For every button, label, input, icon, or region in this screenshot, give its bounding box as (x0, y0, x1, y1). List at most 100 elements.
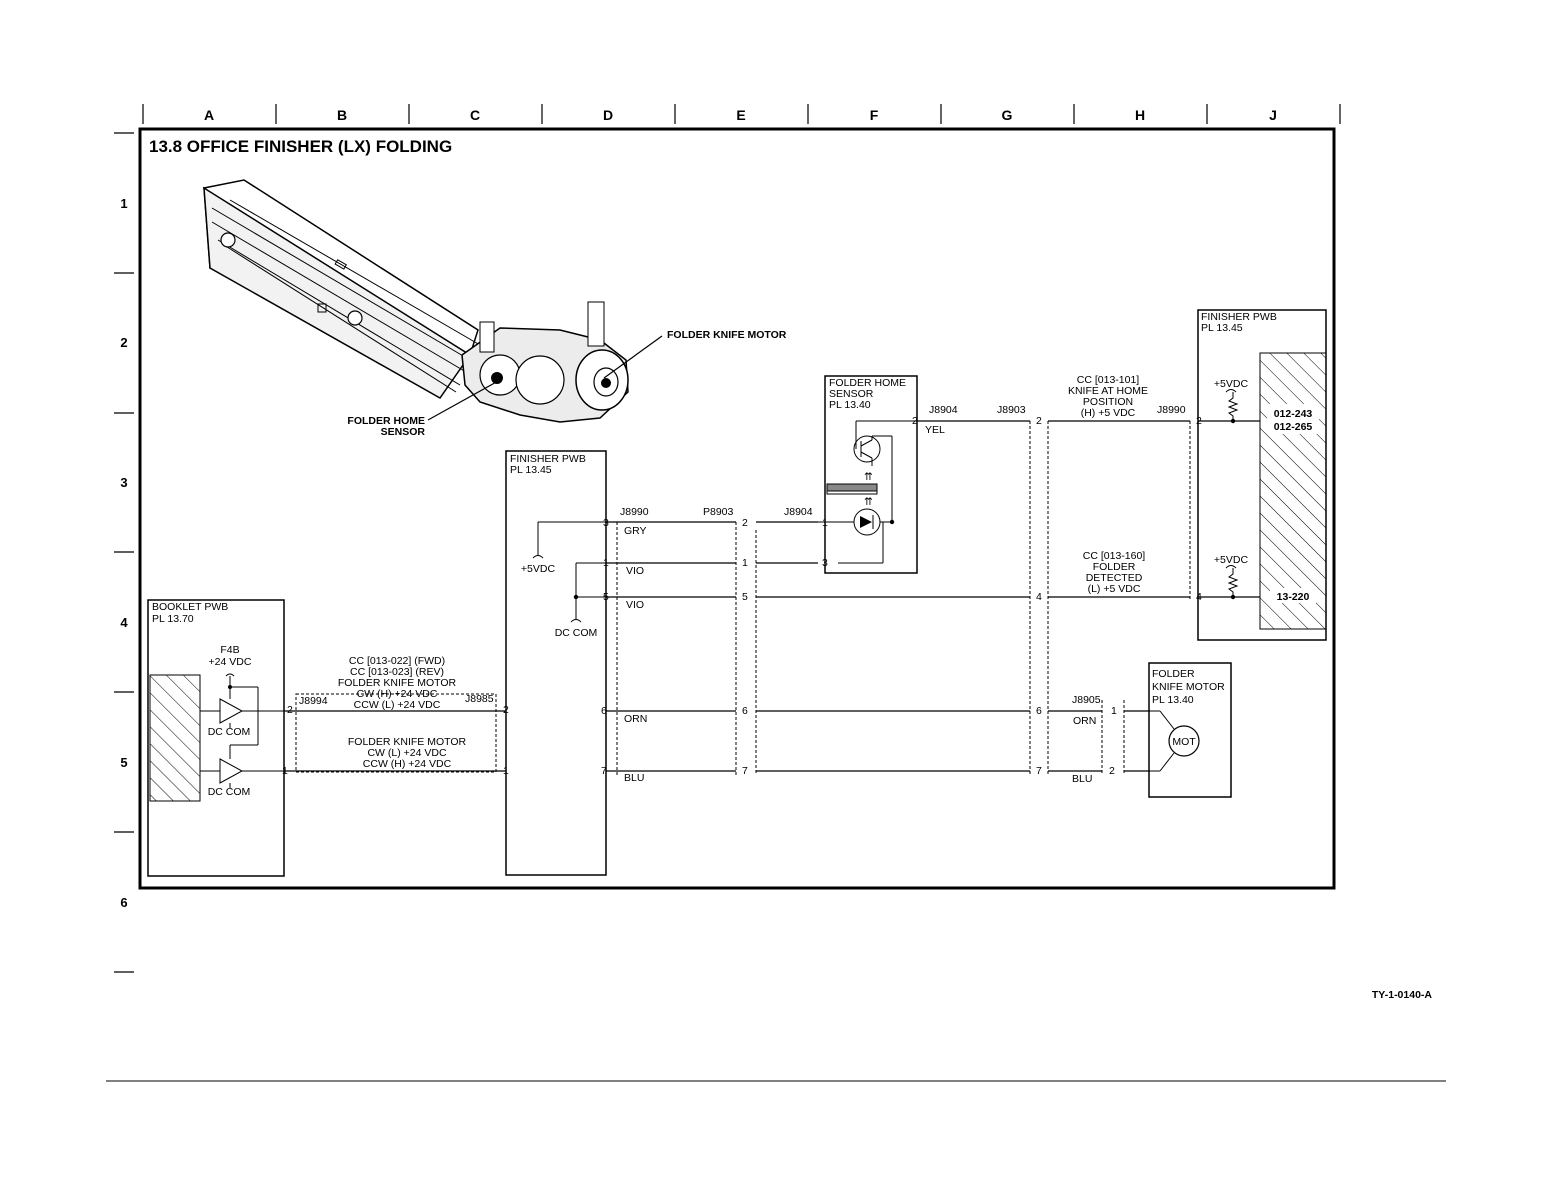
column-label-g: G (1002, 107, 1013, 123)
wire-blu-2: BLU (1072, 773, 1092, 785)
row-label-3: 3 (120, 475, 127, 490)
row-ruler: 1 2 3 4 5 6 (114, 132, 134, 973)
folder-home-sensor-box: FOLDER HOME SENSOR PL 13.40 1 3 2 ⇈ ⇈ (818, 375, 918, 574)
pin-s1: 1 (822, 517, 828, 529)
folder-knife-motor-name-1: FOLDER (1152, 668, 1195, 680)
pin-g6: 6 (1036, 705, 1042, 717)
finisher-pwb-middle-name: FINISHER PWB (510, 453, 586, 465)
wire-yel: YEL (925, 424, 945, 436)
finisher-pwb-right-name: FINISHER PWB (1201, 311, 1277, 323)
wire-blu-1: BLU (624, 772, 644, 784)
row-label-1: 1 (120, 196, 127, 211)
connector-j8903: J8903 (997, 404, 1026, 416)
note-position: POSITION (1083, 396, 1133, 408)
finisher-pwb-5vdc: +5VDC (521, 563, 556, 575)
column-label-a: A (204, 107, 214, 123)
connector-p8903: P8903 (703, 506, 734, 518)
note-ccw-l: CCW (L) +24 VDC (354, 699, 441, 711)
folder-home-sensor-name-1: FOLDER HOME (829, 377, 906, 389)
finisher-pwb-right-5vdc-1: +5VDC (1214, 378, 1249, 390)
fault-code-012-243: 012-243 (1274, 408, 1313, 420)
finisher-pwb-middle-pl: PL 13.45 (510, 464, 552, 476)
row-label-4: 4 (120, 615, 128, 630)
note-detected: DETECTED (1086, 572, 1143, 584)
column-label-e: E (736, 107, 745, 123)
note-knife-at-home: KNIFE AT HOME (1068, 385, 1148, 397)
sensor-light-arrows-up: ⇈ (864, 471, 873, 483)
harness-booklet-to-finisher: 2 1 2 1 J8994 J8985 CC [013-022] (FWD) C… (282, 655, 509, 777)
booklet-pwb: BOOKLET PWB PL 13.70 F4B +24 VDC DC COM … (147, 599, 285, 877)
folder-home-sensor-pl: PL 13.40 (829, 399, 871, 411)
booklet-dc-com-2: DC COM (208, 786, 251, 798)
folder-knife-motor-box: FOLDER KNIFE MOTOR PL 13.40 MOT (1148, 662, 1232, 798)
note-cw-l: CW (L) +24 VDC (367, 747, 446, 759)
note-cc101: CC [013-101] (1077, 374, 1140, 386)
finisher-pwb-right-pl: PL 13.45 (1201, 322, 1243, 334)
connector-j8904: J8904 (784, 506, 813, 518)
finisher-pwb-right-5vdc-2: +5VDC (1214, 554, 1249, 566)
column-label-h: H (1135, 107, 1145, 123)
row-label-6: 6 (120, 895, 127, 910)
pin-s3: 3 (822, 557, 828, 569)
column-ruler: A B C D E F G H J (142, 104, 1341, 124)
page-title: 13.8 OFFICE FINISHER (LX) FOLDING (149, 137, 452, 156)
folder-unit-illustration (203, 179, 629, 423)
note-ccw-h: CCW (H) +24 VDC (363, 758, 452, 770)
wire-orn-2: ORN (1073, 715, 1096, 727)
column-label-j: J (1269, 107, 1277, 123)
harness-d-to-e: J8990 P8903 GRY VIO VIO ORN BLU 2 1 5 6 … (606, 506, 818, 784)
note-cc160: CC [013-160] (1083, 550, 1146, 562)
pin-e5: 5 (742, 591, 748, 603)
pin-m1: 1 (1111, 705, 1117, 717)
booklet-24vdc-label: +24 VDC (209, 656, 252, 668)
note-l5vdc: (L) +5 VDC (1088, 583, 1141, 595)
pin-2-a: 2 (287, 704, 293, 716)
column-label-b: B (337, 107, 347, 123)
folder-home-sensor-callout-2: SENSOR (381, 426, 426, 438)
note-folder-knife-motor-2: FOLDER KNIFE MOTOR (348, 736, 467, 748)
pin-d3: 3 (603, 517, 609, 529)
figure-code: TY-1-0140-A (1372, 989, 1433, 1001)
column-label-d: D (603, 107, 613, 123)
wire-vio-1: VIO (626, 565, 644, 577)
folder-knife-motor-name-2: KNIFE MOTOR (1152, 681, 1225, 693)
folder-knife-motor-pl: PL 13.40 (1152, 694, 1194, 706)
pin-g4: 4 (1036, 591, 1042, 603)
note-cw-h: CW (H) +24 VDC (357, 688, 438, 700)
folder-home-sensor-callout-1: FOLDER HOME (347, 415, 425, 427)
connector-j8990-right: J8990 (1157, 404, 1186, 416)
booklet-pwb-name: BOOKLET PWB (152, 601, 228, 613)
fault-code-012-265: 012-265 (1274, 421, 1313, 433)
folder-knife-motor-leader (603, 335, 663, 379)
note-folder-knife-motor: FOLDER KNIFE MOTOR (338, 677, 457, 689)
folder-home-sensor-leader (427, 379, 501, 421)
pin-m2: 2 (1109, 765, 1115, 777)
harness-sensor-to-finisher-pwb: J8904 J8903 YEL 2 4 6 7 J8990 2 4 CC [01… (756, 374, 1202, 785)
folder-home-sensor-name-2: SENSOR (829, 388, 874, 400)
pin-e2: 2 (742, 517, 748, 529)
pin-d7: 7 (601, 765, 607, 777)
row-label-2: 2 (120, 335, 127, 350)
pin-g2: 2 (1036, 415, 1042, 427)
pin-e6: 6 (742, 705, 748, 717)
note-cc-fwd: CC [013-022] (FWD) (349, 655, 445, 667)
wire-gry: GRY (624, 525, 647, 537)
finisher-pwb-dc-com: DC COM (555, 627, 598, 639)
connector-j8985: J8985 (465, 693, 494, 705)
column-label-f: F (870, 107, 879, 123)
finisher-pwb-right: FINISHER PWB PL 13.45 012-243 012-265 13… (1197, 309, 1327, 641)
f4b-label: F4B (220, 644, 239, 656)
finisher-pwb-middle: FINISHER PWB PL 13.45 +5VDC DC COM 3 1 5… (505, 450, 609, 876)
booklet-dc-com-1: DC COM (208, 726, 251, 738)
connector-j8905: J8905 (1072, 694, 1101, 706)
pin-g7: 7 (1036, 765, 1042, 777)
pin-d6: 6 (601, 705, 607, 717)
note-folder: FOLDER (1093, 561, 1136, 573)
booklet-pwb-pl: PL 13.70 (152, 613, 194, 625)
pin-e7: 7 (742, 765, 748, 777)
wire-vio-2: VIO (626, 599, 644, 611)
row-label-5: 5 (120, 755, 127, 770)
diagram-frame (138, 127, 1336, 890)
connector-j8904-top: J8904 (929, 404, 958, 416)
